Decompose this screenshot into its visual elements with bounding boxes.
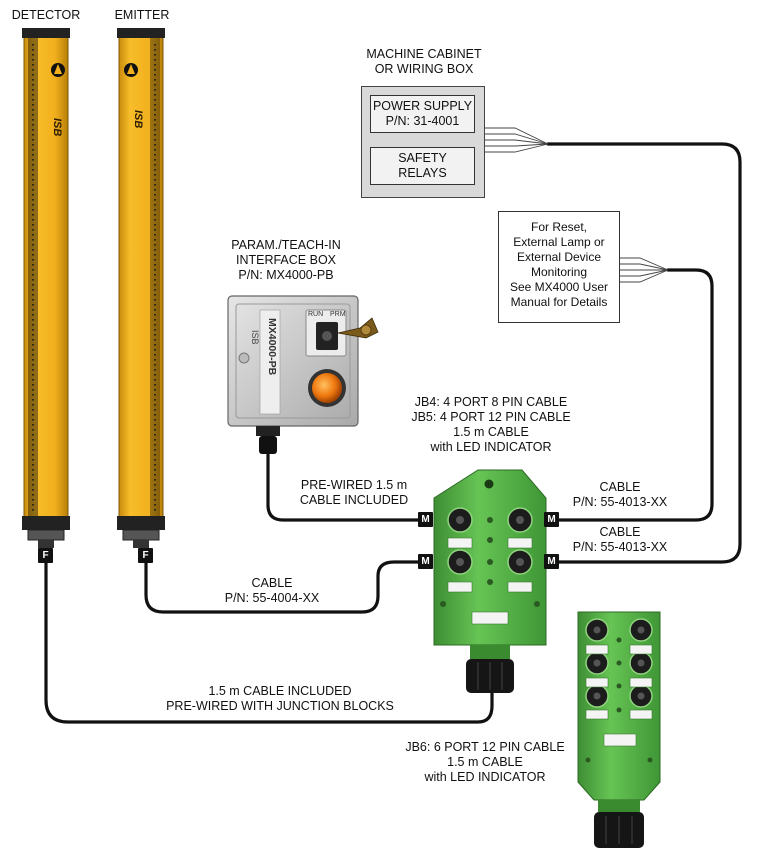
cable-4004-label: CABLE P/N: 55-4004-XX <box>224 576 320 605</box>
reset-note-box: For Reset, External Lamp or External Dev… <box>498 211 620 323</box>
jb6-label: JB6: 6 PORT 12 PIN CABLE 1.5 m CABLE wit… <box>405 740 565 784</box>
jb-ports <box>447 507 533 575</box>
junction-block-jb4-jb5 <box>433 469 547 693</box>
param-box-label: PARAM./TEACH-IN INTERFACE BOX P/N: MX400… <box>231 238 341 282</box>
power-supply-box: POWER SUPPLY P/N: 31-4001 <box>370 95 475 133</box>
cabinet-title: MACHINE CABINET OR WIRING BOX <box>366 47 482 76</box>
emitter-label: EMITTER <box>114 8 170 22</box>
cable-lower-label: CABLE P/N: 55-4013-XX <box>572 525 668 554</box>
jb-male-connector-upper: M <box>544 512 559 527</box>
jb-male-connector-param: M <box>418 512 433 527</box>
param-box-cable <box>266 453 422 522</box>
emitter-brand-text: ISB <box>132 110 144 129</box>
cable-upper <box>553 268 714 522</box>
param-teach-in-box <box>227 295 379 454</box>
jb-male-connector-lower: M <box>544 554 559 569</box>
emitter-female-connector: F <box>138 548 153 563</box>
cable-upper-label: CABLE P/N: 55-4013-XX <box>572 480 668 509</box>
safety-relays-box: SAFETY RELAYS <box>370 147 475 185</box>
cable-lower <box>546 142 742 564</box>
emitter-cable <box>144 558 422 614</box>
detector-label: DETECTOR <box>11 8 81 22</box>
reset-note-text: For Reset, External Lamp or External Dev… <box>509 220 609 309</box>
machine-cabinet: POWER SUPPLY P/N: 31-4001 SAFETY RELAYS <box>361 86 485 198</box>
cabinet-wires <box>480 127 549 153</box>
emitter-light-curtain <box>117 28 165 548</box>
param-box-side-text: MX4000-PB <box>266 318 278 376</box>
param-box-run: RUN <box>308 311 324 318</box>
detector-logo-icon <box>51 63 65 77</box>
param-box-side-sub: ISB <box>250 330 260 345</box>
detector-female-connector: F <box>38 548 53 563</box>
param-box-prm: PRM <box>330 311 346 318</box>
jb4-jb5-label: JB4: 4 PORT 8 PIN CABLE JB5: 4 PORT 12 P… <box>411 395 571 454</box>
junction-block-jb6 <box>577 611 661 848</box>
cables <box>44 142 742 724</box>
cable-included-label: 1.5 m CABLE INCLUDED PRE-WIRED WITH JUNC… <box>166 684 394 713</box>
detector-cable <box>44 558 494 724</box>
prewired-cable-label: PRE-WIRED 1.5 m CABLE INCLUDED <box>299 478 409 507</box>
detector-light-curtain <box>22 28 70 548</box>
detector-brand-text: ISB <box>51 118 63 137</box>
reset-wires <box>620 257 669 283</box>
jb-male-connector-emitter: M <box>418 554 433 569</box>
